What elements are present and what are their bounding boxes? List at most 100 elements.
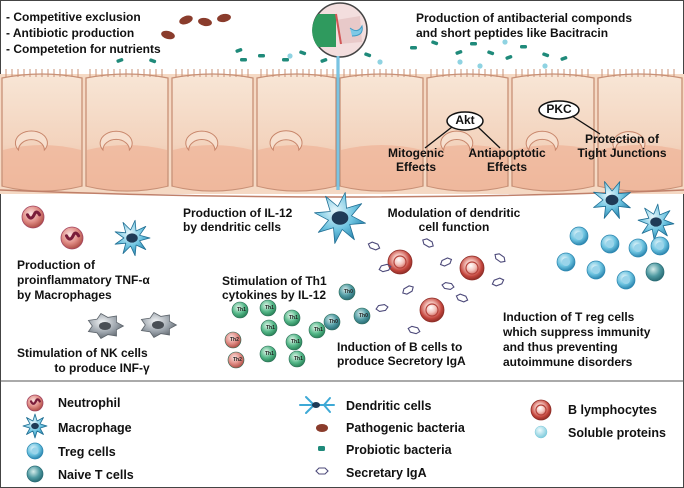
treg-cell (26, 442, 44, 460)
probiotic-bacterium (487, 50, 495, 56)
macrophage-cell (114, 219, 151, 257)
cell-nucleus (14, 130, 48, 152)
naive-t-cell (645, 262, 665, 282)
probiotic-bacterium (149, 58, 157, 64)
pkc-label: PKC (546, 102, 572, 116)
legend-macrophage-icon (22, 413, 48, 439)
th1-cell (260, 319, 278, 337)
treg-line4: autoimmune disorders (503, 355, 633, 369)
th-label: Th1 (237, 307, 246, 313)
epithelial-cell (85, 69, 169, 192)
bcell-line1: Induction of B cells to (337, 340, 463, 354)
secretory-iga (491, 277, 505, 287)
nk-cell (87, 312, 125, 340)
treg-cell (616, 270, 636, 290)
probiotic-bacterium (116, 58, 124, 63)
secretory-iga (455, 293, 469, 303)
probiotic-bacterium (470, 42, 477, 46)
pathogenic-bacterium (179, 15, 193, 25)
th-label: Th1 (314, 327, 323, 333)
treg-cell (586, 260, 606, 280)
th1-line2: cytokines by IL-12 (222, 288, 327, 302)
th-label: Th2 (230, 337, 239, 343)
cell-nucleus (612, 131, 646, 152)
pkc-node (538, 100, 580, 120)
pathogenic-bacterium (161, 30, 175, 40)
th-label: Th0 (344, 289, 353, 295)
cell-layer (21, 13, 675, 483)
legend-pathogenic: Pathogenic bacteria (346, 421, 465, 435)
th2-cell (224, 331, 242, 349)
secretory-iga (494, 253, 506, 263)
treg-line2: which suppress immunity (503, 325, 651, 339)
probiotic-bacterium (431, 40, 439, 46)
soluble-protein (377, 59, 383, 65)
treg-line1: Induction of T reg cells (503, 310, 635, 324)
soluble-protein (502, 39, 508, 45)
secretory-iga (378, 263, 392, 273)
legend-dendritic: Dendritic cells (346, 399, 432, 413)
secretory-iga (315, 467, 329, 475)
treg-cell (600, 234, 620, 254)
modulation-line1: Modulation of dendritic (387, 206, 521, 220)
secretory-iga (375, 303, 389, 313)
antibacterial-text-line2: and short peptides like Bacitracin (416, 26, 609, 40)
secretory-iga (367, 241, 381, 251)
epithelial-cell (426, 69, 509, 192)
mechanism-antibiotic-production: - Antibiotic production (6, 26, 135, 40)
legend-naive: Naive T cells (58, 468, 134, 482)
antiapoptotic-line2: Effects (486, 160, 527, 174)
th1-cell (259, 345, 277, 363)
cell-nucleus (269, 130, 303, 152)
secretory-iga (439, 257, 453, 267)
akt-link (477, 126, 501, 149)
legend-treg: Treg cells (58, 445, 116, 459)
th-label: Th1 (289, 315, 298, 321)
legend-soluble-icon (534, 425, 548, 439)
th2-cell (227, 351, 245, 369)
neutrophil-cell (21, 205, 45, 229)
th-label: Th0 (329, 319, 338, 325)
neutrophil-cell (26, 394, 44, 412)
treg-cell (569, 226, 589, 246)
probiotic-bacterium (299, 50, 307, 56)
antiapoptotic-line1: Antiapoptotic (468, 146, 546, 160)
dendritic-cell (593, 181, 631, 219)
th1-cell (288, 350, 306, 368)
mechanism-competitive-exclusion: - Competitive exclusion (6, 10, 141, 24)
akt-node (446, 111, 484, 131)
il12-line2: by dendritic cells (183, 220, 282, 234)
probiotic-bacterium (520, 45, 527, 49)
pkc-link (571, 115, 601, 135)
probiotic-bacterium (258, 54, 265, 58)
modulation-line2: cell function (418, 220, 490, 234)
th0-cell (353, 307, 371, 325)
tnf-line1: Production of (17, 258, 95, 272)
soluble-protein (477, 63, 483, 69)
th1-cell (231, 301, 249, 319)
th-label: Th1 (265, 351, 274, 357)
akt-label: Akt (455, 113, 475, 127)
epithelial-cell (256, 69, 337, 192)
pathogenic-bacterium (217, 13, 231, 23)
b-lymphocyte (459, 255, 485, 281)
cell-nucleus (99, 130, 133, 152)
secretory-iga (402, 285, 414, 295)
epithelial-cell (597, 69, 683, 192)
legend-pathogenic-icon (316, 424, 328, 432)
th1-cell (308, 321, 326, 339)
legend-iga: Secretary IgA (346, 466, 427, 480)
pathogenic-bacterium (198, 17, 212, 27)
nk-cell (140, 311, 178, 339)
akt-link (424, 126, 453, 149)
zoom-inset (312, 2, 368, 58)
legend-neutrophil: Neutrophil (58, 396, 121, 410)
legend-dendritic-icon (299, 396, 335, 414)
nk-line2: to produce INF-γ (54, 361, 150, 375)
th1-cell (259, 299, 277, 317)
probiotic-bacterium (235, 48, 243, 53)
mitogenic-line1: Mitogenic (388, 146, 444, 160)
epithelial-layer (0, 69, 684, 198)
